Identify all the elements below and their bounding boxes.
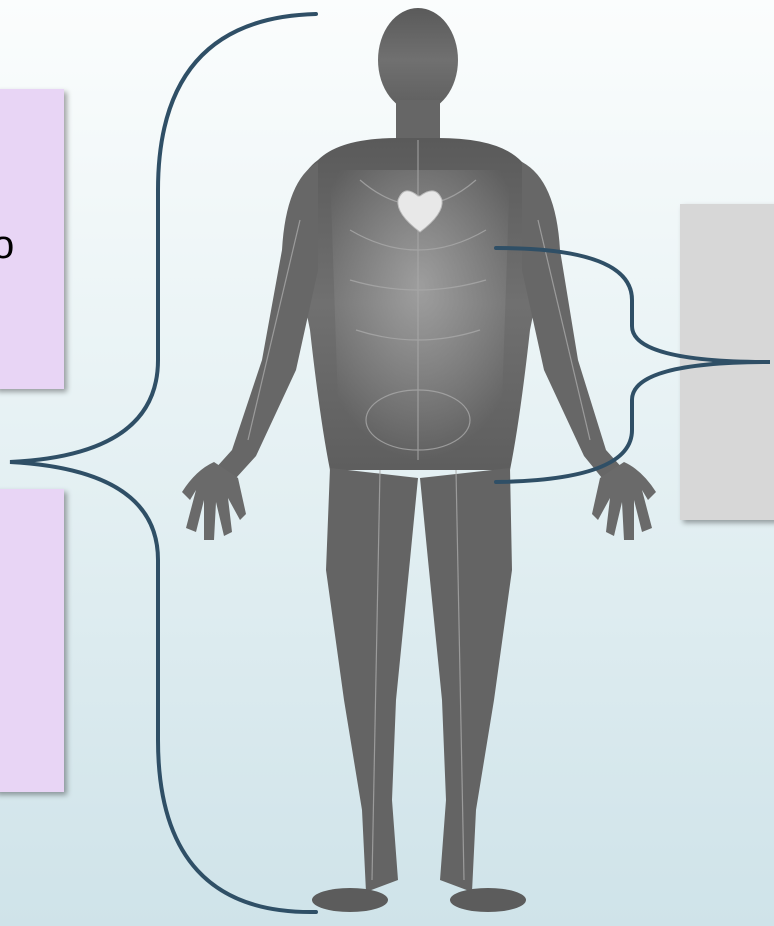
left-curly-bracket — [10, 14, 316, 912]
human-body-figure — [182, 8, 656, 912]
